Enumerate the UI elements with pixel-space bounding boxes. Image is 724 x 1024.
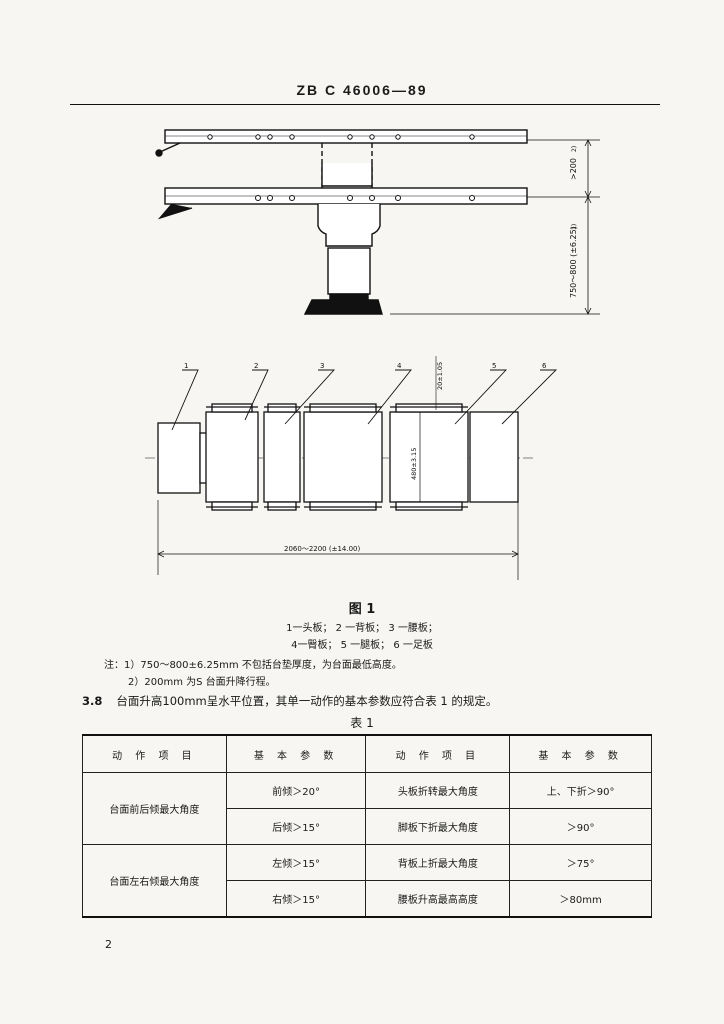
group-label: 台面左右倾最大角度 xyxy=(82,844,227,918)
waist-board xyxy=(263,411,301,503)
foot-board xyxy=(469,411,519,503)
header-rule xyxy=(70,104,660,105)
callout-1: 1 xyxy=(184,362,188,370)
width-dimension-label: 480±3.15 xyxy=(410,448,418,480)
figure-note-2: 2）200mm 为S 台面升降行程。 xyxy=(128,677,276,688)
group-label: 台面前后倾最大角度 xyxy=(82,772,227,845)
height-dimension-note: 1) xyxy=(571,224,578,230)
item-cell: 腰板升高最高高度 xyxy=(365,880,511,918)
figure-legend-line-2: 4一臀板； 5 一腿板； 6 一足板 xyxy=(291,640,433,651)
callout-6: 6 xyxy=(542,362,547,370)
value-cell: ＞80mm xyxy=(509,880,652,918)
callout-5: 5 xyxy=(492,362,496,370)
figure-title: 图 1 xyxy=(348,602,376,617)
table-row: 后倾＞15° 脚板下折最大角度 ＞90° xyxy=(83,808,652,845)
callout-3: 3 xyxy=(320,362,324,370)
header-action-item-1: 动 作 项 目 xyxy=(82,734,227,773)
callout-2: 2 xyxy=(254,362,258,370)
raised-tabletop xyxy=(164,129,528,144)
parameters-table: 动 作 项 目 基 本 参 数 动 作 项 目 基 本 参 数 台面前后倾最大角… xyxy=(82,734,652,918)
table-row: 台面左右倾最大角度 左倾＞15° 背板上折最大角度 ＞75° xyxy=(82,844,652,918)
clause-number: 3.8 xyxy=(82,694,103,708)
value-cell: 上、下折＞90° xyxy=(509,772,652,809)
lift-dimension-label: >200 xyxy=(569,158,578,180)
header-basic-param-1: 基 本 参 数 xyxy=(225,734,367,773)
table-header-row: 动 作 项 目 基 本 参 数 动 作 项 目 基 本 参 数 xyxy=(82,734,652,773)
lift-dimension-note: 2) xyxy=(571,146,578,152)
item-cell: 脚板下折最大角度 xyxy=(365,808,511,845)
clause-text: 台面升高100mm呈水平位置，其单一动作的基本参数应符合表 1 的规定。 xyxy=(116,694,498,708)
param-cell: 后倾＞15° xyxy=(225,808,367,845)
callout-4: 4 xyxy=(397,362,402,370)
param-cell: 前倾＞20° xyxy=(225,772,367,809)
table-title: 表 1 xyxy=(350,716,374,730)
hip-board xyxy=(303,411,383,503)
document-code-header: ZB C 46006—89 xyxy=(296,82,428,98)
figure-legend-line-1: 1一头板； 2 一背板； 3 一腰板； xyxy=(286,623,438,634)
item-cell: 背板上折最大角度 xyxy=(365,844,511,881)
height-dimension-label: 750～800 (±6.25) xyxy=(569,226,578,298)
item-cell: 头板折转最大角度 xyxy=(365,772,511,809)
side-view-drawing: >200 2) 750～800 (±6.25) 1) xyxy=(155,129,600,315)
header-basic-param-2: 基 本 参 数 xyxy=(509,734,652,773)
clause-3-8: 3.8 台面升高100mm呈水平位置，其单一动作的基本参数应符合表 1 的规定。 xyxy=(82,693,497,709)
length-dimension-label: 2060～2200 (±14.00) xyxy=(284,545,360,553)
value-cell: ＞90° xyxy=(509,808,652,845)
thickness-dimension-label: 20±1.05 xyxy=(436,362,444,390)
param-cell: 左倾＞15° xyxy=(225,844,367,881)
header-action-item-2: 动 作 项 目 xyxy=(365,734,511,773)
plan-view-drawing: 1 2 3 4 5 6 20±1.05 480±3.15 2060～2200 (… xyxy=(145,356,558,580)
page-number: 2 xyxy=(105,938,112,951)
figure-note-1: 注：1）750～800±6.25mm 不包括台垫厚度，为台面最低高度。 xyxy=(104,660,402,671)
table-row: 右倾＞15° 腰板升高最高高度 ＞80mm xyxy=(83,880,652,918)
value-cell: ＞75° xyxy=(509,844,652,881)
back-board xyxy=(205,411,259,503)
param-cell: 右倾＞15° xyxy=(225,880,367,918)
leg-board xyxy=(389,411,469,503)
table-row: 台面前后倾最大角度 前倾＞20° 头板折转最大角度 上、下折＞90° xyxy=(82,772,652,845)
head-board xyxy=(157,422,201,494)
